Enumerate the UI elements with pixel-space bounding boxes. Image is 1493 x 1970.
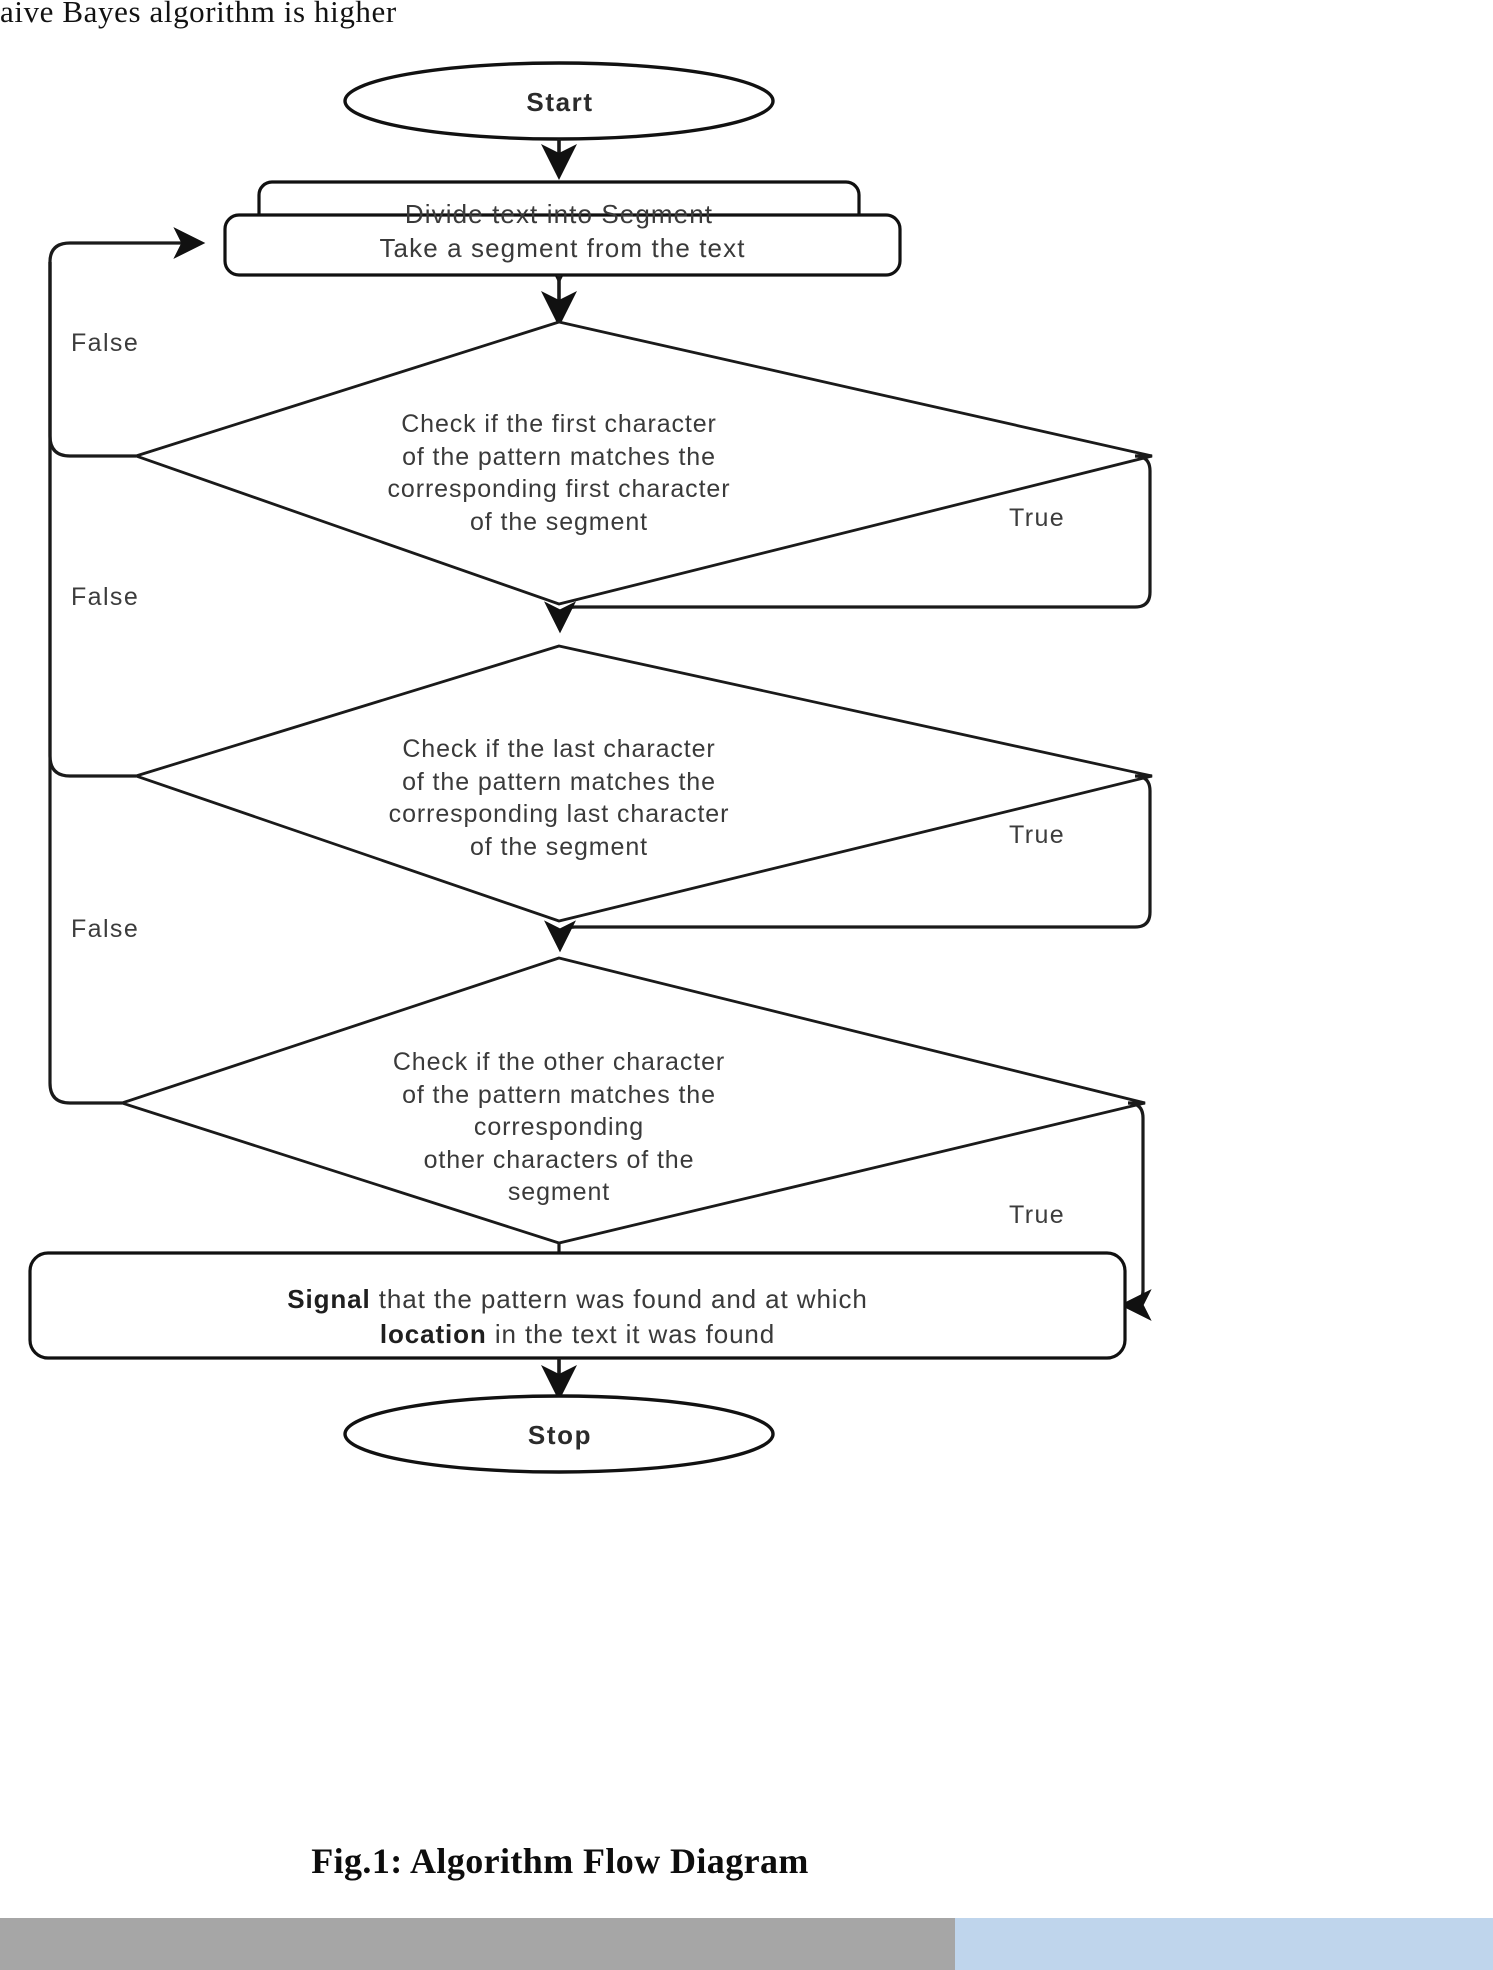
node-stop-shape: [343, 1394, 775, 1474]
edge-label-true-1: True: [1009, 504, 1066, 532]
edge-label-true-2: True: [1009, 821, 1066, 849]
edge-check2-true: [544, 774, 1152, 953]
node-signal-shape: [28, 1251, 1127, 1360]
node-take-shape: [223, 213, 902, 277]
node-check1-shape: [131, 320, 1153, 606]
node-check2-shape: [131, 644, 1153, 923]
edge-label-true-3: True: [1009, 1201, 1066, 1229]
footer-bar: [0, 1918, 1493, 1970]
footer-bar-blue: [955, 1918, 1493, 1970]
figure-caption: Fig.1: Algorithm Flow Diagram: [311, 1841, 809, 1881]
node-start-shape: [343, 61, 775, 141]
edge-label-false-1: False: [71, 329, 140, 357]
page-body-text: aive Bayes algorithm is higher: [0, 0, 397, 29]
node-check3-shape: [117, 956, 1146, 1245]
edge-check1-true: [544, 454, 1152, 634]
edge-label-false-2: False: [71, 583, 140, 611]
footer-bar-gray: [0, 1918, 955, 1970]
edge-label-false-3: False: [71, 915, 140, 943]
edge-check3-true: [1119, 1101, 1152, 1321]
edge-check3-false: [48, 262, 122, 1105]
flowchart-canvas: [28, 61, 1153, 1474]
